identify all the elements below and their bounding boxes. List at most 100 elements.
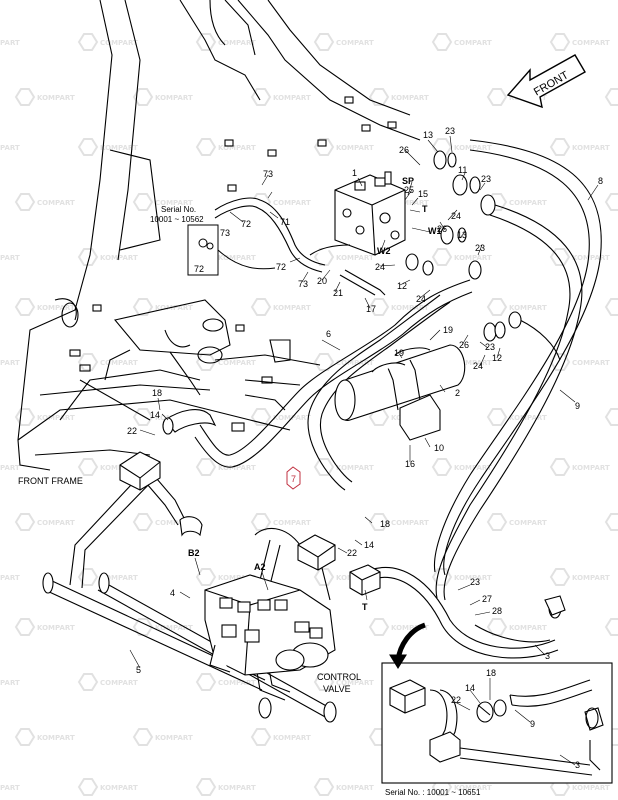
callout-72: 72 [194, 264, 204, 274]
watermark-text: KOMPART [391, 304, 429, 312]
watermark-text: COMPART [155, 519, 193, 527]
watermark-text: KOMPART [100, 254, 138, 262]
watermark-text: KOMPART [37, 304, 75, 312]
watermark-text: COMPART [218, 679, 256, 687]
watermark-text: KOMPART [454, 574, 492, 582]
machine-frame [17, 0, 421, 471]
watermark-text: COMPART [454, 39, 492, 47]
watermark-text: KOMPART [0, 784, 20, 792]
watermark-logo: KOMPART [486, 408, 547, 426]
callout-3: 3 [545, 651, 550, 661]
watermark-logo: KOMPART [77, 458, 138, 476]
watermark-text: KOMPART [100, 464, 138, 472]
callout-20: 20 [317, 276, 327, 286]
callout-19: 19 [443, 325, 453, 335]
watermark-text: COMPART [218, 39, 256, 47]
watermark-logo: KOMPART [77, 248, 138, 266]
watermark-logo: COMPART [313, 353, 374, 371]
watermark-logo: KOMPART [549, 138, 610, 156]
front-frame-label: FRONT FRAME [18, 476, 83, 486]
watermark-text: COMPART [100, 39, 138, 47]
watermark-logo: KOMPART [132, 298, 193, 316]
watermark-text: COMPART [509, 519, 547, 527]
watermark-logo: KOMPART [431, 458, 492, 476]
watermark-logo: COMPART [132, 513, 193, 531]
hoses [194, 139, 602, 601]
port-t-bottom-label: T [362, 602, 368, 612]
watermark-text: KOMPART [273, 304, 311, 312]
callout-22: 22 [127, 426, 137, 436]
port-w1-label: W1 [428, 226, 442, 236]
serial-top-label-1: Serial No. [161, 205, 196, 214]
callout-18: 18 [380, 519, 390, 529]
watermark-text: KOMPART [336, 254, 374, 262]
watermark-text: COMPART [0, 679, 20, 687]
watermark-logo: KOMPART [368, 618, 429, 636]
serial-inset-top [187, 224, 276, 276]
watermark-logo: COMPART [77, 33, 138, 51]
callout-26: 26 [459, 340, 469, 350]
watermark-text: COMPART [336, 679, 374, 687]
watermark-logo: COMPART [14, 513, 75, 531]
watermark-text: COMPART [37, 199, 75, 207]
watermark-text: KOMPART [0, 254, 20, 262]
callout-2: 2 [455, 388, 460, 398]
watermark-logo: COMPART [132, 193, 193, 211]
callout-21: 21 [333, 288, 343, 298]
callout-12: 12 [397, 281, 407, 291]
callout-12: 12 [492, 353, 502, 363]
watermark-text: KOMPART [218, 144, 256, 152]
callout-17: 17 [366, 304, 376, 314]
watermark-text: KOMPART [572, 574, 610, 582]
callout-15: 15 [418, 189, 428, 199]
callout-13: 13 [457, 230, 467, 240]
port-b2-label: B2 [188, 548, 200, 558]
callout-24: 24 [375, 262, 385, 272]
callout-labels: 13 23 26 8 11 23 25 15 1 24 26 13 23 73 … [127, 126, 603, 770]
serial-top-label-2: 10001 ~ 10562 [150, 215, 204, 224]
callout-18: 18 [152, 388, 162, 398]
callout-26: 26 [399, 145, 409, 155]
watermark-text: KOMPART [572, 464, 610, 472]
watermark-logo: COMPART [486, 193, 547, 211]
callout-5: 5 [136, 665, 141, 675]
callout-4: 4 [170, 588, 175, 598]
watermark-text: COMPART [100, 679, 138, 687]
watermark-text: KOMPART [391, 94, 429, 102]
watermark-logo: KOMPART [0, 574, 20, 582]
watermark-logo: KOMPART [14, 298, 75, 316]
watermark-logo: KOMPART [604, 408, 618, 426]
watermark-text: KOMPART [100, 574, 138, 582]
watermark-logo: KOMPART [604, 298, 618, 316]
watermark-text: KOMPART [336, 144, 374, 152]
watermark-logo: COMPART [431, 33, 492, 51]
serial-bottom-label: Serial No. : 10001 ~ 10651 [385, 788, 481, 797]
watermark-text: COMPART [391, 199, 429, 207]
callout-1: 1 [352, 168, 357, 178]
callout-9: 9 [530, 719, 535, 729]
callout-28: 28 [492, 606, 502, 616]
watermark-logo: KOMPART [0, 254, 20, 262]
callout-23: 23 [475, 243, 485, 253]
watermark-logo: KOMPART [313, 138, 374, 156]
watermark-text: KOMPART [391, 624, 429, 632]
control-valve-body [42, 516, 566, 723]
detail-inset [381, 622, 613, 784]
watermark-logo: KOMPART [368, 298, 429, 316]
watermark-text: KOMPART [454, 464, 492, 472]
watermark-text: KOMPART [0, 144, 20, 152]
callout-24: 24 [473, 361, 483, 371]
watermark-logo: COMPART [604, 513, 618, 531]
watermark-logo: KOMPART [0, 144, 20, 152]
callout-73: 73 [220, 228, 230, 238]
watermark-text: KOMPART [37, 624, 75, 632]
watermark-logo: KOMPART [250, 298, 311, 316]
watermark-text: KOMPART [509, 304, 547, 312]
callout-73: 73 [298, 279, 308, 289]
callout-16: 16 [405, 459, 415, 469]
callout-11: 11 [458, 165, 467, 175]
watermark-logo: KOMPART [604, 618, 618, 636]
callout-7: 7 [291, 474, 296, 484]
callout-23: 23 [470, 577, 480, 587]
watermark-logo: COMPART [549, 33, 610, 51]
